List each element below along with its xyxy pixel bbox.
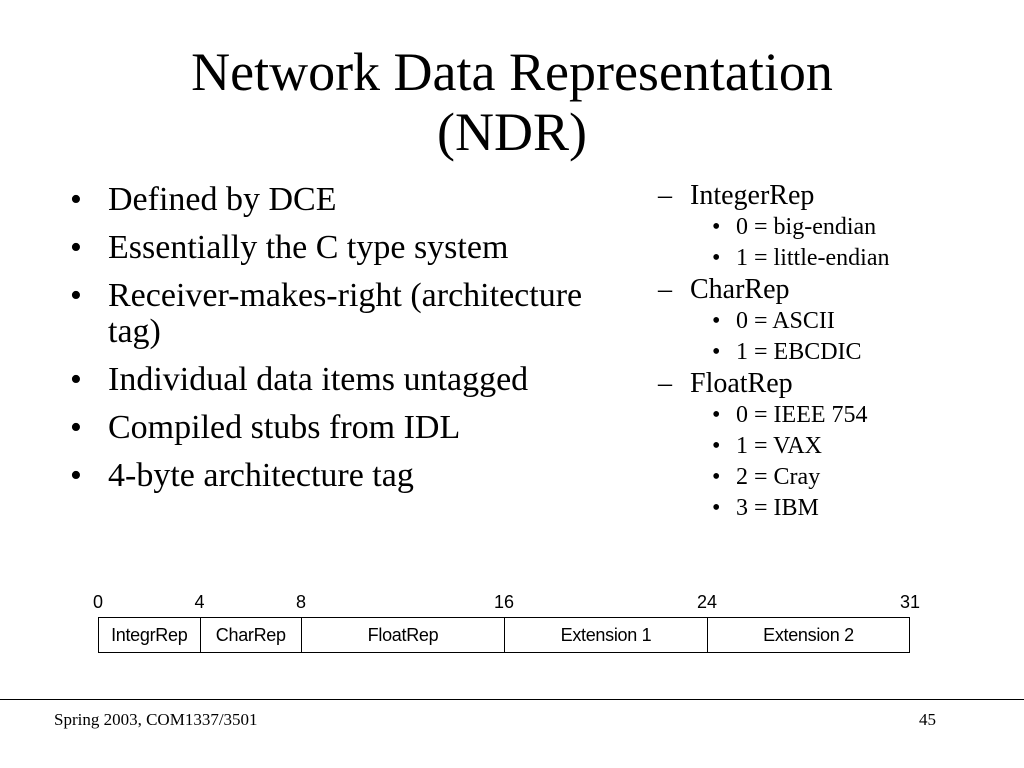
integer-rep-values: • 0 = big-endian • 1 = little-endian xyxy=(658,212,958,274)
sub-heading-char-rep: –CharRep xyxy=(658,274,958,306)
sub-item-text: 2 = Cray xyxy=(736,464,821,490)
bullet-item: • Compiled stubs from IDL xyxy=(70,410,630,446)
sub-heading-integer-rep: –IntegerRep xyxy=(658,180,958,212)
tag-field: IntegrRep xyxy=(98,617,200,653)
bullet-icon: • xyxy=(712,245,721,271)
main-bullet-list: • Defined by DCE • Essentially the C type … xyxy=(70,182,630,506)
bullet-text: Individual data items untagged xyxy=(108,361,529,398)
slide-title: Network Data Representation (NDR) xyxy=(0,42,1024,162)
tag-field: FloatRep xyxy=(301,617,504,653)
sub-heading-float-rep: –FloatRep xyxy=(658,368,958,400)
bullet-icon: • xyxy=(712,339,721,365)
bullet-icon: • xyxy=(70,181,82,218)
sub-item-text: 1 = VAX xyxy=(736,433,823,459)
sub-item-text: 0 = ASCII xyxy=(736,308,835,334)
float-rep-values: • 0 = IEEE 754 • 1 = VAX • 2 = Cray • 3 = IB… xyxy=(658,400,958,524)
bullet-icon: • xyxy=(70,361,82,398)
sub-item: • 1 = little-endian xyxy=(658,243,958,274)
bullet-item: • 4-byte architecture tag xyxy=(70,458,630,494)
sub-item: • 1 = VAX xyxy=(658,431,958,462)
representation-details: –IntegerRep •0 = big-endian •1 = little-… xyxy=(658,180,958,524)
bullet-text: Defined by DCE xyxy=(108,181,337,218)
sub-heading-text: CharRep xyxy=(690,274,790,305)
bullet-text: 4-byte architecture tag xyxy=(108,457,414,494)
bullet-item: • Defined by DCE xyxy=(70,182,630,218)
bit-position-label: 24 xyxy=(696,592,718,612)
dash-icon: – xyxy=(658,274,672,305)
bullet-icon: • xyxy=(70,409,82,446)
bullet-icon: • xyxy=(70,229,82,266)
char-rep-values: • 0 = ASCII • 1 = EBCDIC xyxy=(658,306,958,368)
bullet-icon: • xyxy=(712,308,721,334)
bit-position-label: 31 xyxy=(899,592,921,612)
sub-item: • 0 = IEEE 754 xyxy=(658,400,958,431)
footer-divider xyxy=(0,699,1024,700)
bullet-text: Compiled stubs from IDL xyxy=(108,409,461,446)
slide-title-line-1: Network Data Representation xyxy=(191,42,833,102)
bullet-icon: • xyxy=(712,433,721,459)
sub-item-text: 0 = IEEE 754 xyxy=(736,402,868,428)
bit-position-label: 0 xyxy=(92,592,104,612)
bullet-icon: • xyxy=(712,214,721,240)
sub-item: • 0 = ASCII xyxy=(658,306,958,337)
sub-heading-text: IntegerRep xyxy=(690,180,815,211)
bullet-item: • Individual data items untagged xyxy=(70,362,630,398)
dash-icon: – xyxy=(658,180,672,211)
slide-title-line-2: (NDR) xyxy=(437,102,587,162)
sub-item-text: 0 = big-endian xyxy=(736,214,877,240)
sub-item: • 2 = Cray xyxy=(658,462,958,493)
bullet-text: Essentially the C type system xyxy=(108,229,509,266)
sub-item-text: 1 = EBCDIC xyxy=(736,339,862,365)
tag-field: Extension 1 xyxy=(504,617,707,653)
bullet-icon: • xyxy=(70,457,82,494)
dash-icon: – xyxy=(658,368,672,399)
sub-item: • 3 = IBM xyxy=(658,493,958,524)
footer-page-number: 45 xyxy=(919,710,936,729)
tag-field: Extension 2 xyxy=(707,617,910,653)
sub-item-text: 1 = little-endian xyxy=(736,245,890,271)
bit-position-label: 4 xyxy=(194,592,205,612)
sub-item: • 1 = EBCDIC xyxy=(658,337,958,368)
bullet-icon: • xyxy=(712,402,721,428)
footer-course: Spring 2003, COM1337/3501 xyxy=(54,710,258,729)
sub-item-text: 3 = IBM xyxy=(736,495,819,521)
bullet-icon: • xyxy=(70,277,82,314)
bullet-icon: • xyxy=(712,464,721,490)
tag-field: CharRep xyxy=(199,617,301,653)
bullet-icon: • xyxy=(712,495,721,521)
bullet-text: Receiver-makes-right (architecture tag) xyxy=(108,277,583,350)
bullet-item: • Essentially the C type system xyxy=(70,230,630,266)
sub-item: • 0 = big-endian xyxy=(658,212,958,243)
bullet-item: • Receiver-makes-right (architecture tag) xyxy=(70,278,630,350)
sub-heading-text: FloatRep xyxy=(690,368,793,399)
bit-position-label: 8 xyxy=(295,592,307,612)
bit-position-label: 16 xyxy=(493,592,515,612)
